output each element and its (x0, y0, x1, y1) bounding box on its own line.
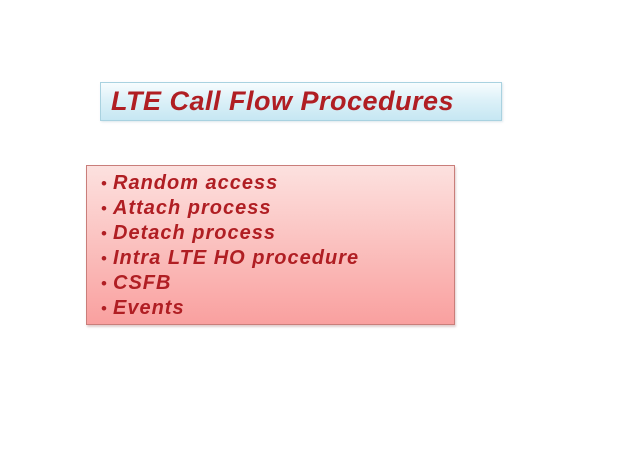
bullet-icon: • (101, 199, 107, 218)
bullet-icon: • (101, 299, 107, 318)
list-item: • Intra LTE HO procedure (95, 246, 450, 271)
bullet-list-box: • Random access • Attach process • Detac… (86, 165, 455, 325)
bullet-icon: • (101, 249, 107, 268)
list-item: • CSFB (95, 271, 450, 296)
list-item-label: Random access (113, 172, 279, 194)
list-item: • Events (95, 296, 450, 321)
slide-title: LTE Call Flow Procedures (111, 86, 455, 116)
list-item-label: Attach process (113, 197, 272, 219)
slide-title-box: LTE Call Flow Procedures (100, 82, 502, 121)
list-item: • Random access (95, 171, 450, 196)
list-item: • Detach process (95, 221, 450, 246)
bullet-icon: • (101, 224, 107, 243)
list-item: • Attach process (95, 196, 450, 221)
list-item-label: Intra LTE HO procedure (113, 247, 360, 269)
bullet-list: • Random access • Attach process • Detac… (87, 166, 454, 321)
list-item-label: Events (113, 297, 185, 319)
bullet-icon: • (101, 174, 107, 193)
bullet-icon: • (101, 274, 107, 293)
list-item-label: Detach process (113, 222, 276, 244)
list-item-label: CSFB (113, 272, 172, 294)
